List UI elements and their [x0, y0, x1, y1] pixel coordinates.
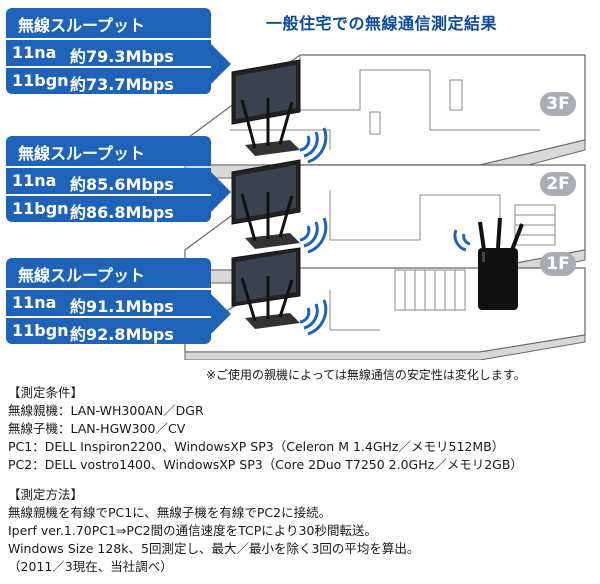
throughput-value: 約91.1Mbps: [70, 297, 174, 316]
wireless-router: [478, 217, 524, 310]
condition-line: PC2：DELL vostro1400、WindowsXP SP3（Core 2…: [8, 457, 523, 472]
throughput-value: 約92.8Mbps: [70, 325, 174, 344]
wifi-signal-icon: [453, 229, 471, 252]
panel-heading: 無線スループット: [18, 16, 146, 35]
throughput-value: 約79.3Mbps: [70, 47, 174, 66]
method-line: Windows Size 128k、5回測定し、最大／最小を除く3回の平均を算出…: [8, 541, 420, 556]
conditions-title: 【測定条件】: [8, 385, 84, 400]
wifi-signal-icon: [299, 299, 328, 336]
client-pc-2f: [231, 159, 301, 249]
client-pc-3f: [231, 59, 301, 156]
panel-pointer: [211, 294, 231, 334]
panel-heading: 無線スループット: [18, 266, 146, 285]
throughput-value: 約85.6Mbps: [70, 175, 174, 194]
floor-label-2f: 2F: [540, 172, 576, 196]
page-title: 一般住宅での無線通信測定結果: [266, 14, 498, 33]
floor-label-1f: 1F: [540, 252, 576, 276]
wifi-signal-icon: [299, 127, 328, 164]
standard-label: 11na: [12, 293, 57, 312]
panel-heading: 無線スループット: [18, 144, 146, 163]
panel-pointer: [211, 172, 231, 212]
throughput-value: 約73.7Mbps: [70, 75, 174, 94]
method-line: Iperf ver.1.70PC1⇒PC2間の通信速度をTCPにより30秒間転送…: [8, 523, 377, 538]
wifi-signal-icon: [299, 217, 328, 254]
condition-line: 無線子機：LAN-HGW300／CV: [8, 421, 186, 436]
standard-label: 11na: [12, 171, 57, 190]
standard-label: 11bgn: [12, 321, 69, 340]
panel-pointer: [211, 44, 231, 84]
condition-line: 無線親機：LAN-WH300AN／DGR: [8, 403, 204, 418]
throughput-value: 約86.8Mbps: [70, 203, 174, 222]
method-line: 無線親機を有線でPC1に、無線子機を有線でPC2に接続。: [8, 505, 332, 520]
stability-note: ※ご使用の親機によっては無線通信の安定性は変化します。: [206, 368, 526, 382]
standard-label: 11na: [12, 43, 57, 62]
floor-label-3f: 3F: [540, 92, 576, 116]
method-line: （2011／3現在、当社調べ）: [8, 559, 173, 574]
standard-label: 11bgn: [12, 199, 69, 218]
house-floors-illustration: [184, 54, 586, 360]
condition-line: PC1：DELL Inspiron2200、WindowsXP SP3（Cele…: [8, 439, 505, 454]
client-pc-1f: [231, 247, 301, 329]
standard-label: 11bgn: [12, 71, 69, 90]
method-title: 【測定方法】: [8, 487, 84, 502]
